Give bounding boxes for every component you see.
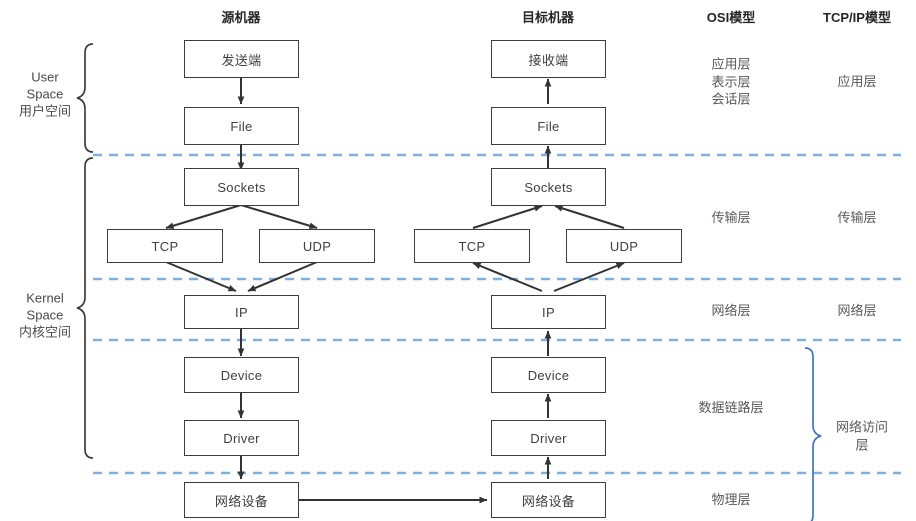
osi-layer-application: 应用层 表示层 会话层 bbox=[711, 56, 751, 107]
source-node-network-device[interactable]: 网络设备 bbox=[184, 482, 299, 518]
target-node-tcp[interactable]: TCP bbox=[414, 229, 530, 263]
target-node-ip[interactable]: IP bbox=[491, 295, 606, 329]
column-header-source: 源机器 bbox=[221, 10, 261, 25]
target-node-device[interactable]: Device bbox=[491, 357, 606, 393]
osi-layer-network: 网络层 bbox=[711, 303, 751, 319]
target-node-driver[interactable]: Driver bbox=[491, 420, 606, 456]
source-node-driver[interactable]: Driver bbox=[184, 420, 299, 456]
source-node-udp[interactable]: UDP bbox=[259, 229, 375, 263]
column-header-tcpip: TCP/IP模型 bbox=[823, 10, 891, 25]
tcpip-layer-transport: 传输层 bbox=[837, 210, 877, 226]
user-space-brace bbox=[76, 43, 94, 153]
source-node-file[interactable]: File bbox=[184, 107, 299, 145]
space-label-user: User Space 用户空间 bbox=[18, 69, 72, 119]
source-node-ip[interactable]: IP bbox=[184, 295, 299, 329]
tcpip-layer-network: 网络层 bbox=[837, 303, 877, 319]
column-header-osi: OSI模型 bbox=[706, 10, 756, 25]
network-access-brace bbox=[804, 347, 822, 521]
column-header-target: 目标机器 bbox=[521, 10, 575, 25]
tcpip-layer-application: 应用层 bbox=[837, 74, 877, 90]
kernel-space-brace bbox=[76, 157, 94, 459]
tcpip-layer-network-access: 网络访问层 bbox=[835, 419, 888, 452]
source-node-tcp[interactable]: TCP bbox=[107, 229, 223, 263]
target-node-file[interactable]: File bbox=[491, 107, 606, 145]
source-node-device[interactable]: Device bbox=[184, 357, 299, 393]
osi-layer-datalink: 数据链路层 bbox=[698, 400, 764, 416]
space-label-kernel: Kernel Space 内核空间 bbox=[18, 290, 72, 340]
target-node-receiver[interactable]: 接收端 bbox=[491, 40, 606, 78]
osi-layer-physical: 物理层 bbox=[711, 492, 751, 508]
target-node-sockets[interactable]: Sockets bbox=[491, 168, 606, 206]
target-node-udp[interactable]: UDP bbox=[566, 229, 682, 263]
source-node-sender[interactable]: 发送端 bbox=[184, 40, 299, 78]
target-node-network-device[interactable]: 网络设备 bbox=[491, 482, 606, 518]
source-node-sockets[interactable]: Sockets bbox=[184, 168, 299, 206]
osi-layer-transport: 传输层 bbox=[711, 210, 751, 226]
